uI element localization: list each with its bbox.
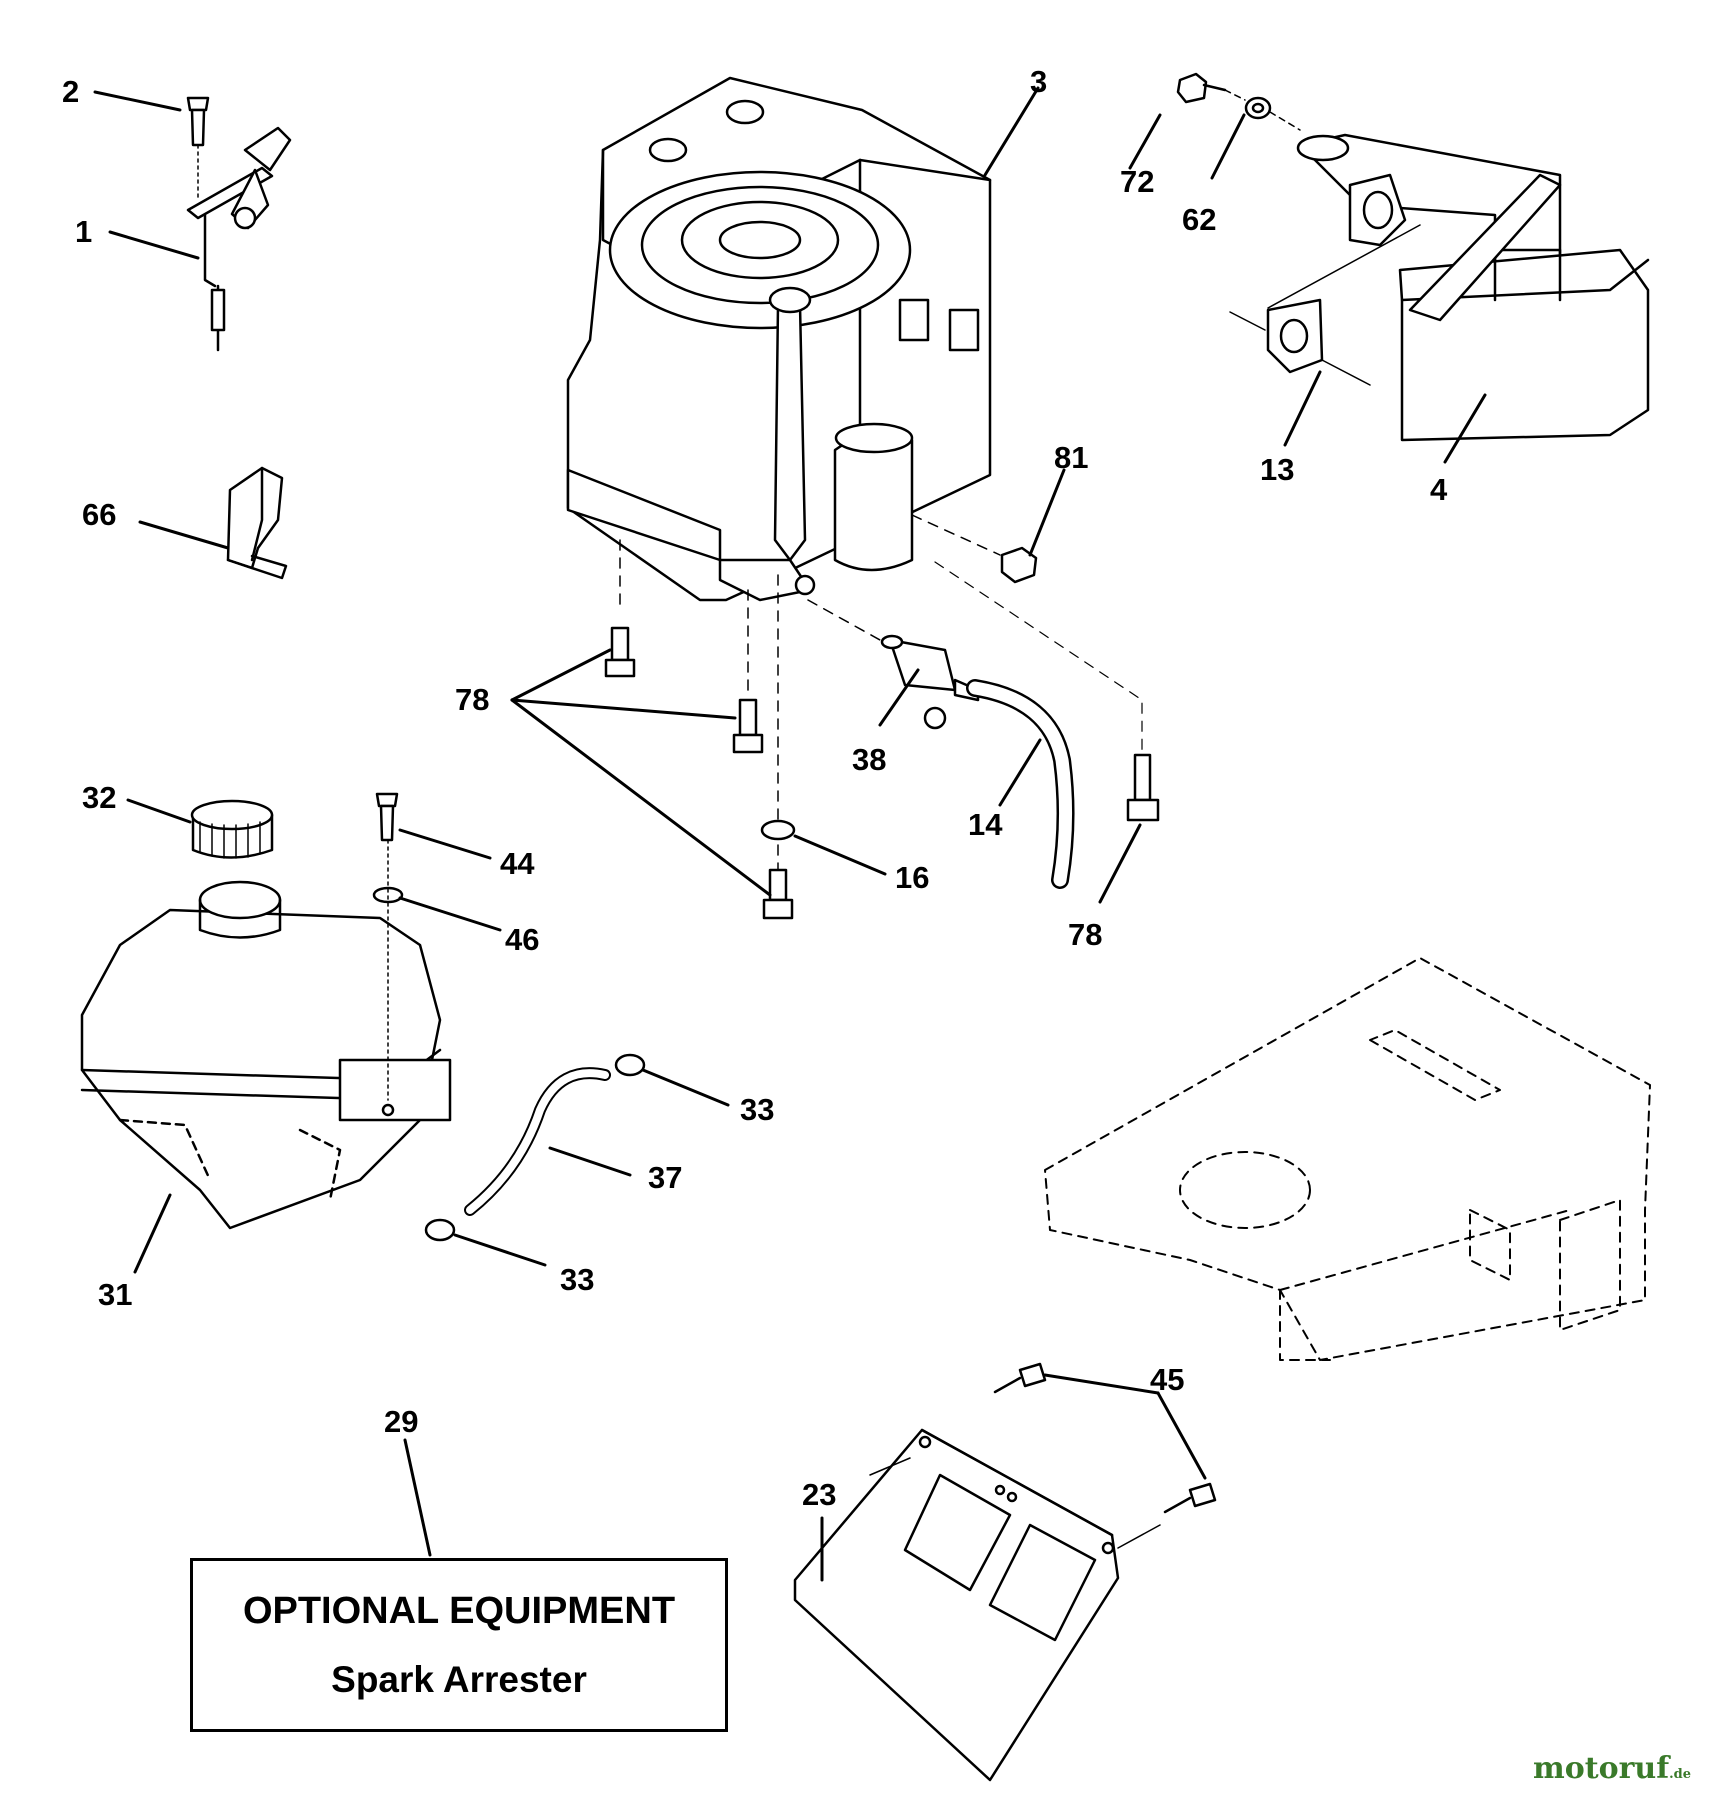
label-72: 72 — [1120, 164, 1154, 199]
label-46: 46 — [505, 922, 539, 957]
label-37: 37 — [648, 1160, 682, 1195]
fuel-line-part — [424, 1053, 646, 1242]
label-29: 29 — [384, 1404, 418, 1439]
label-3: 3 — [1030, 64, 1047, 99]
label-31: 31 — [98, 1277, 132, 1312]
clip-part — [226, 466, 288, 580]
watermark-brand: motoruf — [1532, 1751, 1670, 1786]
label-14: 14 — [968, 807, 1003, 842]
label-23: 23 — [802, 1477, 836, 1512]
chassis-frame — [1044, 957, 1651, 1361]
throttle-control-part — [186, 96, 292, 352]
label-2: 2 — [62, 74, 79, 109]
fuel-cap-part — [190, 799, 274, 859]
watermark-suffix: .de — [1669, 1767, 1691, 1782]
label-4: 4 — [1430, 472, 1448, 507]
optional-equipment-title: OPTIONAL EQUIPMENT — [242, 1589, 676, 1632]
spark-arrester-label: Spark Arrester — [331, 1658, 587, 1700]
label-38: 38 — [852, 742, 886, 777]
label-16: 16 — [895, 860, 929, 895]
muffler-part — [1296, 133, 1650, 442]
watermark-logo: motoruf.de — [1533, 1751, 1691, 1786]
drain-valve-part — [880, 634, 980, 730]
label-62: 62 — [1182, 202, 1216, 237]
label-1: 1 — [75, 214, 92, 249]
label-78-right: 78 — [1068, 917, 1102, 952]
nut-part — [1000, 546, 1038, 584]
fuel-tank-part — [80, 880, 452, 1230]
label-81: 81 — [1054, 440, 1088, 475]
drain-hose-part — [966, 679, 1075, 889]
label-45: 45 — [1150, 1362, 1184, 1397]
label-32: 32 — [82, 780, 116, 815]
leader-lines — [93, 86, 1487, 1582]
exhaust-gasket-part — [1176, 72, 1421, 386]
heat-shield-part — [793, 1362, 1217, 1782]
engine-bolts-part — [604, 626, 1160, 920]
label-66: 66 — [82, 497, 116, 532]
tank-screw-part — [372, 792, 404, 1101]
label-33-bottom: 33 — [560, 1262, 594, 1297]
engine-part — [566, 76, 1143, 886]
part-labels: 2 1 3 72 62 4 13 81 66 78 38 14 16 78 32… — [62, 64, 1448, 1512]
label-78-left: 78 — [455, 682, 489, 717]
optional-equipment-box: OPTIONAL EQUIPMENT Spark Arrester — [190, 1558, 728, 1732]
label-44: 44 — [500, 846, 535, 881]
label-33-top: 33 — [740, 1092, 774, 1127]
label-13: 13 — [1260, 452, 1294, 487]
